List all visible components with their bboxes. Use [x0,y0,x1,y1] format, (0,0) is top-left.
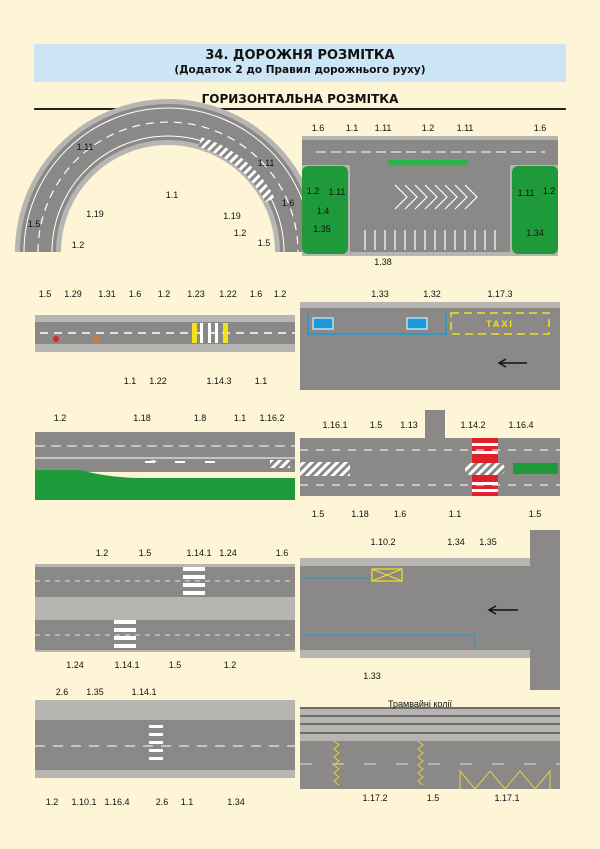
marking-label: Трамвайні колії [388,699,452,709]
marking-label: 1.19 [223,211,241,221]
marking-label: 1.2 [54,413,67,423]
marking-label: 1.5 [370,420,383,430]
panel-intersection: 1.6 1.1 1.11 1.2 1.11 1.6 1.2 1.11 1.4 1… [302,123,558,267]
marking-label: 1.5 [529,509,542,519]
marking-label: 1.6 [250,289,263,299]
marking-label: 1.2 [307,186,320,196]
marking-label: 1.2 [96,548,109,558]
panel-tram: Трамвайні колії 1.17.2 1.5 1.17.1 [300,699,560,803]
marking-label: 1.11 [375,123,392,133]
marking-label: 1.14.1 [114,660,139,670]
marking-label: 1.10.2 [370,537,395,547]
marking-label: 1.11 [258,158,275,168]
marking-label: 1.17.1 [494,793,519,803]
marking-label: 1.1 [181,797,194,807]
marking-label: 1.11 [77,142,94,152]
panel-road-stops: 1.5 1.29 1.31 1.6 1.2 1.23 1.22 1.6 1.2 … [35,289,295,386]
marking-label: 1.6 [394,509,407,519]
marking-label: 1.14.2 [460,420,485,430]
marking-label: 1.2 [274,289,287,299]
marking-label: 1.33 [363,671,381,681]
page-subtitle: (Додаток 2 до Правил дорожнього руху) [174,64,426,76]
marking-label: 1.19 [86,209,104,219]
marking-label: 2.6 [56,687,69,697]
marking-label: 1.14.3 [206,376,231,386]
panel-junction-crossing: 1.16.1 1.5 1.13 1.14.2 1.16.4 1.5 1.18 1… [300,410,560,519]
marking-label: 1.11 [329,187,346,197]
marking-label: 1.6 [534,123,547,133]
marking-label: 1.16.2 [259,413,284,423]
marking-label: 1.5 [139,548,152,558]
marking-label: 1.6 [129,289,142,299]
page-title: 34. ДОРОЖНЯ РОЗМІТКА [205,48,395,63]
panel-parking-bay: 1.10.2 1.34 1.35 1.33 [300,530,560,690]
marking-label: 1.11 [457,123,474,133]
marking-label: 2.6 [156,797,169,807]
marking-label: 1.1 [166,190,179,200]
marking-label: 1.1 [124,376,137,386]
marking-label: 1.17.2 [362,793,387,803]
marking-label: 1.5 [427,793,440,803]
marking-label: 1.16.4 [508,420,533,430]
marking-label: 1.24 [219,548,237,558]
panel-divided-road: 1.2 1.5 1.14.1 1.24 1.6 1.24 1.14.1 1.5 … [35,548,295,670]
section-title: ГОРИЗОНТАЛЬНА РОЗМІТКА [201,92,399,106]
header-band: 34. ДОРОЖНЯ РОЗМІТКА (Додаток 2 до Прави… [34,44,566,82]
marking-label: 1.34 [227,797,245,807]
marking-label: 1.22 [149,376,167,386]
marking-label: 1.1 [346,123,359,133]
marking-label: 1.24 [66,660,84,670]
marking-label: 1.13 [400,420,418,430]
marking-label: 1.18 [133,413,151,423]
marking-label: 1.4 [317,206,330,216]
marking-label: 1.8 [194,413,207,423]
marking-label: 1.35 [479,537,497,547]
marking-label: 1.11 [518,188,535,198]
marking-label: 1.35 [313,224,331,234]
marking-label: 1.32 [423,289,441,299]
taxi-marking: TAXI [486,319,514,329]
panel-narrowing: 2.6 1.35 1.14.1 1.2 1.10.1 1.16.4 2.6 1.… [35,687,295,807]
marking-label: 1.14.1 [186,548,211,558]
marking-label: 1.14.1 [131,687,156,697]
marking-label: 1.1 [449,509,462,519]
marking-label: 1.1 [234,413,247,423]
marking-label: 1.38 [374,257,392,267]
marking-label: 1.6 [282,198,295,208]
marking-label: 1.5 [39,289,52,299]
marking-label: 1.2 [224,660,237,670]
marking-label: 1.2 [422,123,435,133]
marking-label: 1.23 [187,289,205,299]
marking-label: 1.2 [234,228,247,238]
marking-label: 1.2 [158,289,171,299]
marking-label: 1.35 [86,687,104,697]
marking-label: 1.5 [258,238,271,248]
marking-label: 1.33 [371,289,389,299]
marking-label: 1.31 [98,289,116,299]
marking-label: 1.1 [255,376,268,386]
panel-lane-merge: 1.2 1.18 1.8 1.1 1.16.2 [35,413,295,500]
marking-label: 1.34 [526,228,544,238]
marking-label: 1.2 [46,797,59,807]
marking-label: 1.29 [64,289,82,299]
marking-label: 1.22 [219,289,237,299]
panel-curve: 1.11 1.1 1.11 1.19 1.19 1.6 1.5 1.2 1.2 … [15,99,321,253]
divider [34,108,566,110]
marking-label: 1.17.3 [487,289,512,299]
marking-label: 1.10.1 [71,797,96,807]
marking-label: 1.2 [72,240,85,250]
marking-label: 1.18 [351,509,369,519]
marking-label: 1.34 [447,537,465,547]
panel-parking-taxi: TAXI 1.33 1.32 1.17.3 [300,289,560,390]
marking-label: 1.2 [543,186,556,196]
marking-label: 1.16.4 [104,797,129,807]
marking-label: 1.6 [276,548,289,558]
marking-label: 1.6 [312,123,325,133]
marking-label: 1.16.1 [322,420,347,430]
marking-label: 1.5 [28,219,41,229]
marking-label: 1.5 [312,509,325,519]
marking-label: 1.5 [169,660,182,670]
